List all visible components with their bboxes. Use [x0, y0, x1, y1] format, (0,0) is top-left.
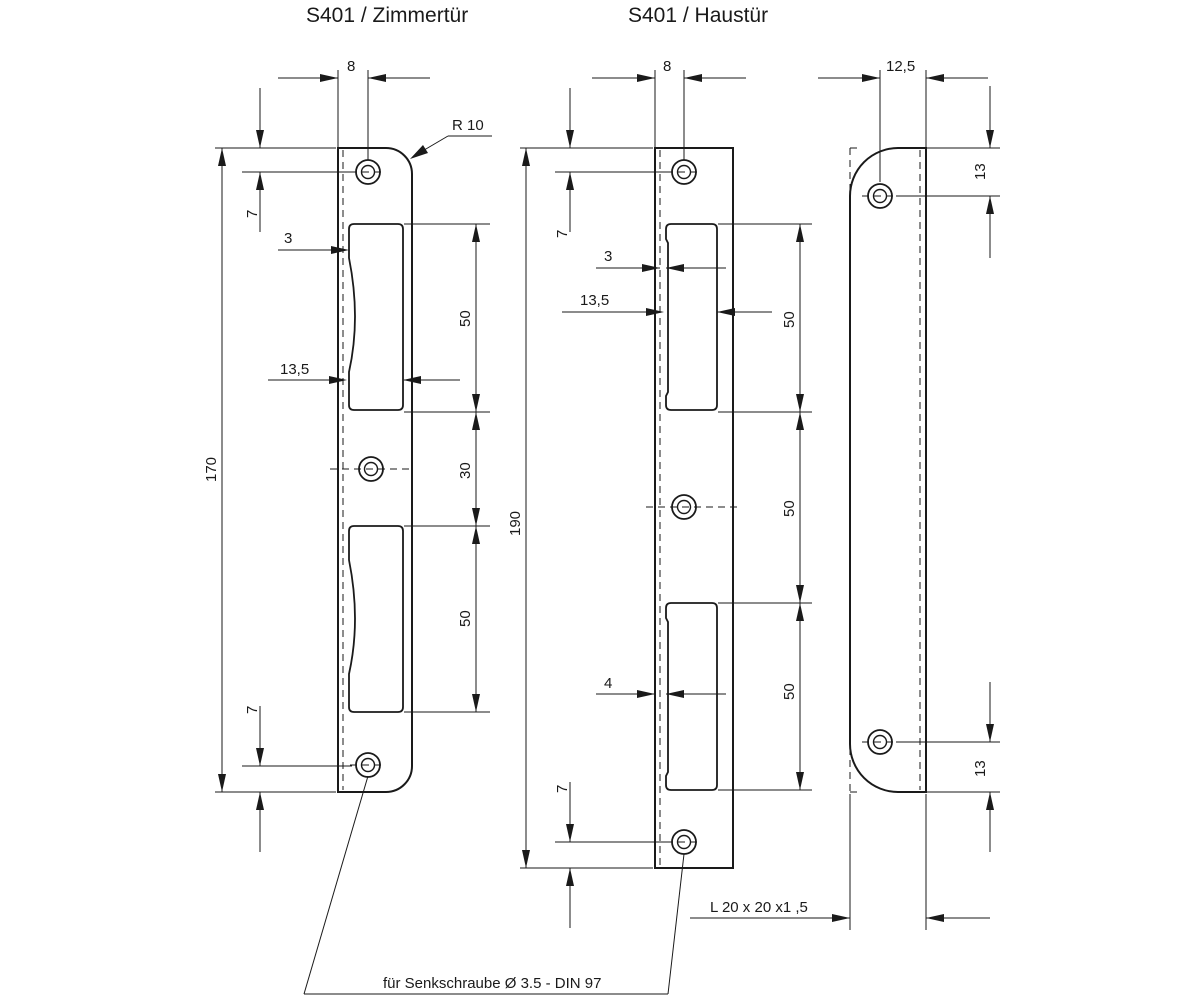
dim-c-bottom: 13	[972, 760, 989, 777]
dim-a-slot-inset: 3	[284, 230, 292, 247]
dim-a-edge-top: 7	[244, 210, 261, 218]
screw-hole-c1	[862, 183, 900, 209]
dim-b-width: 8	[663, 58, 671, 75]
dim-a-slot-depth: 13,5	[280, 361, 309, 378]
dim-a-slot-lower: 50	[457, 610, 474, 627]
dim-b-height: 190	[507, 511, 524, 536]
dim-b-slot-inset: 3	[604, 248, 612, 265]
screw-hole-b1	[666, 159, 702, 185]
slot-lower-a	[348, 525, 404, 713]
slot-upper-a	[348, 223, 404, 411]
title-zimmertuer: S401 / Zimmertür	[306, 4, 468, 27]
dim-c-profile: L 20 x 20 x1 ,5	[710, 899, 808, 916]
dim-a-gap: 30	[457, 462, 474, 479]
dim-b-slot-depth: 13,5	[580, 292, 609, 309]
dim-a-edge-bottom: 7	[244, 706, 261, 714]
screw-hole-a2	[330, 456, 412, 482]
screw-note-text: für Senkschraube Ø 3.5 - DIN 97	[383, 975, 601, 992]
dim-c-width: 12,5	[886, 58, 915, 75]
slot-lower-b	[665, 602, 718, 791]
dim-a-slot-upper: 50	[457, 310, 474, 327]
screw-hole-b3	[666, 829, 702, 855]
dim-a-height: 170	[203, 457, 220, 482]
dim-b-edge-top: 7	[554, 230, 571, 238]
dim-c-top: 13	[972, 163, 989, 180]
screw-hole-c2	[862, 729, 900, 755]
view-haustuer: 8 7 3 13,5 50 50 50	[507, 58, 812, 928]
screw-hole-b2	[646, 494, 738, 520]
dim-b-slot-upper: 50	[781, 311, 798, 328]
screw-hole-a3	[350, 752, 386, 778]
screw-note: für Senkschraube Ø 3.5 - DIN 97	[303, 775, 685, 995]
dim-b-slot-lower: 50	[781, 683, 798, 700]
dim-b-gap: 50	[781, 500, 798, 517]
dim-b-slot-inset-lower: 4	[604, 675, 612, 692]
slot-upper-b	[665, 223, 718, 411]
dim-b-edge-bottom: 7	[554, 785, 571, 793]
angle-profile	[849, 147, 927, 793]
dim-a-width: 8	[347, 58, 355, 75]
title-haustuer: S401 / Haustür	[628, 4, 768, 27]
dim-a-radius: R 10	[452, 117, 484, 134]
view-zimmertuer: 8 R 10 7 3 13,5 50	[203, 58, 492, 852]
view-profile: 12,5 13 13 L 20 x 20 x1 ,5	[690, 58, 1000, 930]
